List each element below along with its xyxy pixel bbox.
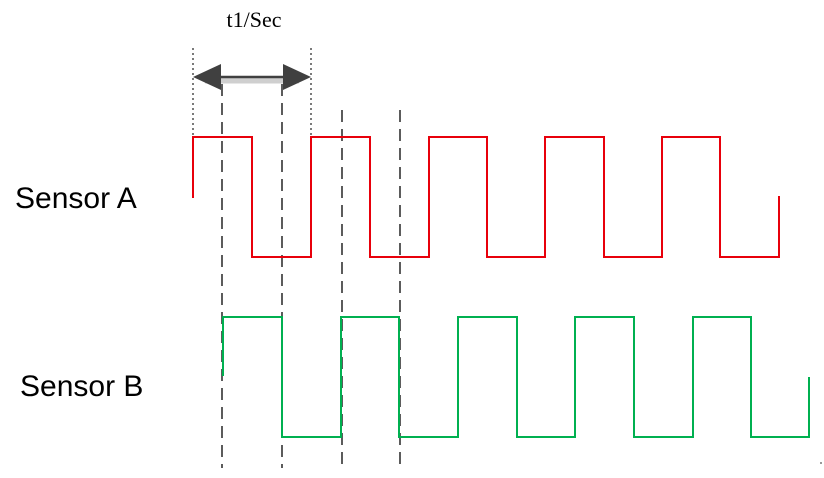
arrowhead-left-icon	[193, 64, 221, 90]
arrowhead-right-icon	[283, 64, 311, 90]
corner-mark	[820, 462, 822, 464]
sensor-b-waveform	[222, 316, 810, 438]
sensor-a-waveform	[192, 136, 780, 258]
sensor-a-label: Sensor A	[15, 182, 137, 215]
period-label: t1/Sec	[227, 7, 282, 32]
sensor-b-label: Sensor B	[20, 370, 143, 403]
guide-lines	[221, 84, 401, 468]
period-arrow	[193, 64, 311, 90]
